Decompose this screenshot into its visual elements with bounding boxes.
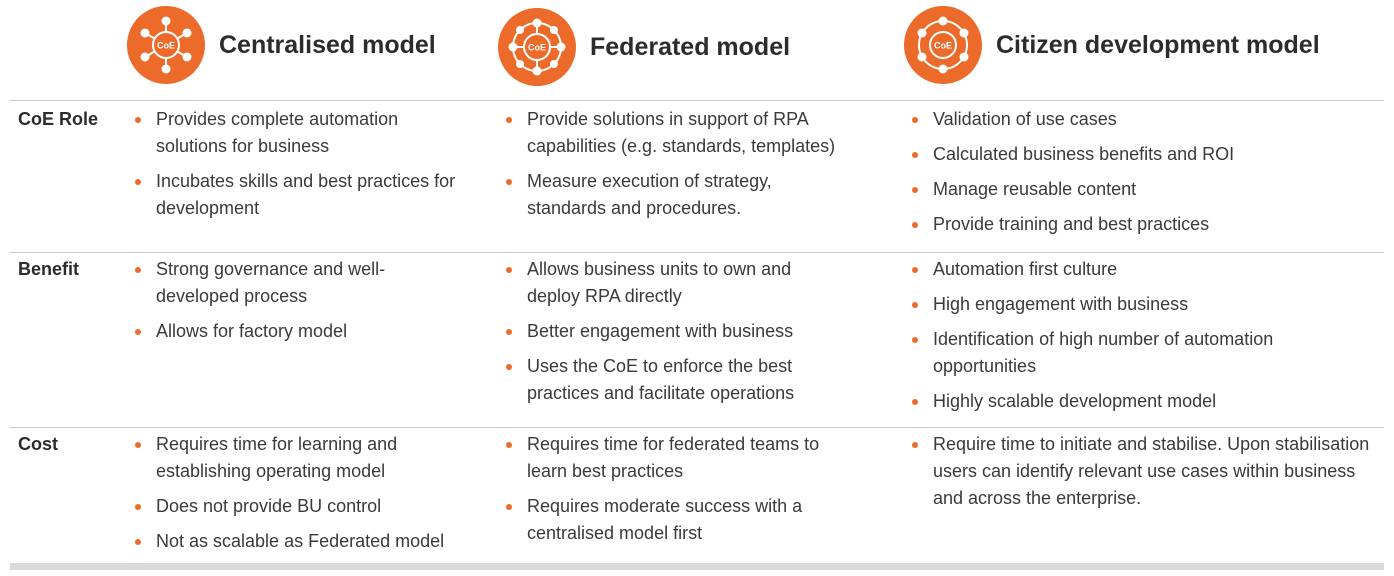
list-item: Calculated business benefits and ROI (910, 141, 1370, 168)
list-item: Validation of use cases (910, 106, 1370, 133)
list-item: High engagement with business (910, 291, 1350, 318)
list-item: Allows for factory model (133, 318, 393, 345)
list-item: Manage reusable content (910, 176, 1370, 203)
list-item: Automation first culture (910, 256, 1350, 283)
federated-model-header: CoE Federated model (498, 8, 790, 86)
row-label-cost: Cost (18, 434, 58, 454)
row-divider-1 (10, 252, 1384, 253)
cell-coe-role-centralised: Provides complete automation solutions f… (133, 106, 473, 230)
list-item: Not as scalable as Federated model (133, 528, 493, 555)
list-item: Provide solutions in support of RPA capa… (504, 106, 879, 160)
cell-benefit-citizen: Automation first culture High engagement… (910, 256, 1350, 423)
cell-coe-role-citizen: Validation of use cases Calculated busin… (910, 106, 1370, 246)
list-item: Require time to initiate and stabilise. … (910, 431, 1380, 512)
cell-benefit-federated: Allows business units to own and deploy … (504, 256, 849, 415)
centralised-hub-icon: CoE (127, 6, 205, 84)
list-item: Uses the CoE to enforce the best practic… (504, 353, 849, 407)
svg-text:CoE: CoE (528, 43, 546, 53)
list-item: Requires moderate success with a central… (504, 493, 832, 547)
list-item: Highly scalable development model (910, 388, 1350, 415)
row-label-benefit: Benefit (18, 259, 80, 279)
cell-cost-citizen: Require time to initiate and stabilise. … (910, 431, 1380, 520)
cell-cost-federated: Requires time for federated teams to lea… (504, 431, 849, 555)
list-item: Identification of high number of automat… (910, 326, 1350, 380)
svg-text:CoE: CoE (157, 41, 175, 51)
list-item: Incubates skills and best practices for … (133, 168, 473, 222)
list-item: Measure execution of strategy, standards… (504, 168, 817, 222)
cell-coe-role-federated: Provide solutions in support of RPA capa… (504, 106, 879, 230)
list-item: Provide training and best practices (910, 211, 1370, 238)
list-item: Does not provide BU control (133, 493, 493, 520)
list-item: Strong governance and well-developed pro… (133, 256, 393, 310)
list-item: Allows business units to own and deploy … (504, 256, 849, 310)
list-item: Provides complete automation solutions f… (133, 106, 473, 160)
row-divider-2 (10, 427, 1384, 428)
citizen-hub-icon: CoE (904, 6, 982, 84)
citizen-model-title: Citizen development model (996, 30, 1320, 59)
cell-cost-centralised: Requires time for learning and establish… (133, 431, 493, 563)
row-label-coe-role: CoE Role (18, 109, 99, 129)
list-item: Requires time for federated teams to lea… (504, 431, 849, 485)
centralised-model-header: CoE Centralised model (127, 6, 436, 84)
svg-text:CoE: CoE (934, 41, 952, 51)
list-item: Better engagement with business (504, 318, 849, 345)
header-divider (10, 100, 1384, 101)
centralised-model-title: Centralised model (219, 30, 436, 59)
federated-model-title: Federated model (590, 32, 791, 61)
cell-benefit-centralised: Strong governance and well-developed pro… (133, 256, 393, 353)
bottom-bar (10, 563, 1384, 570)
federated-hub-icon: CoE (498, 8, 576, 86)
citizen-model-header: CoE Citizen development model (904, 6, 1320, 84)
list-item: Requires time for learning and establish… (133, 431, 446, 485)
